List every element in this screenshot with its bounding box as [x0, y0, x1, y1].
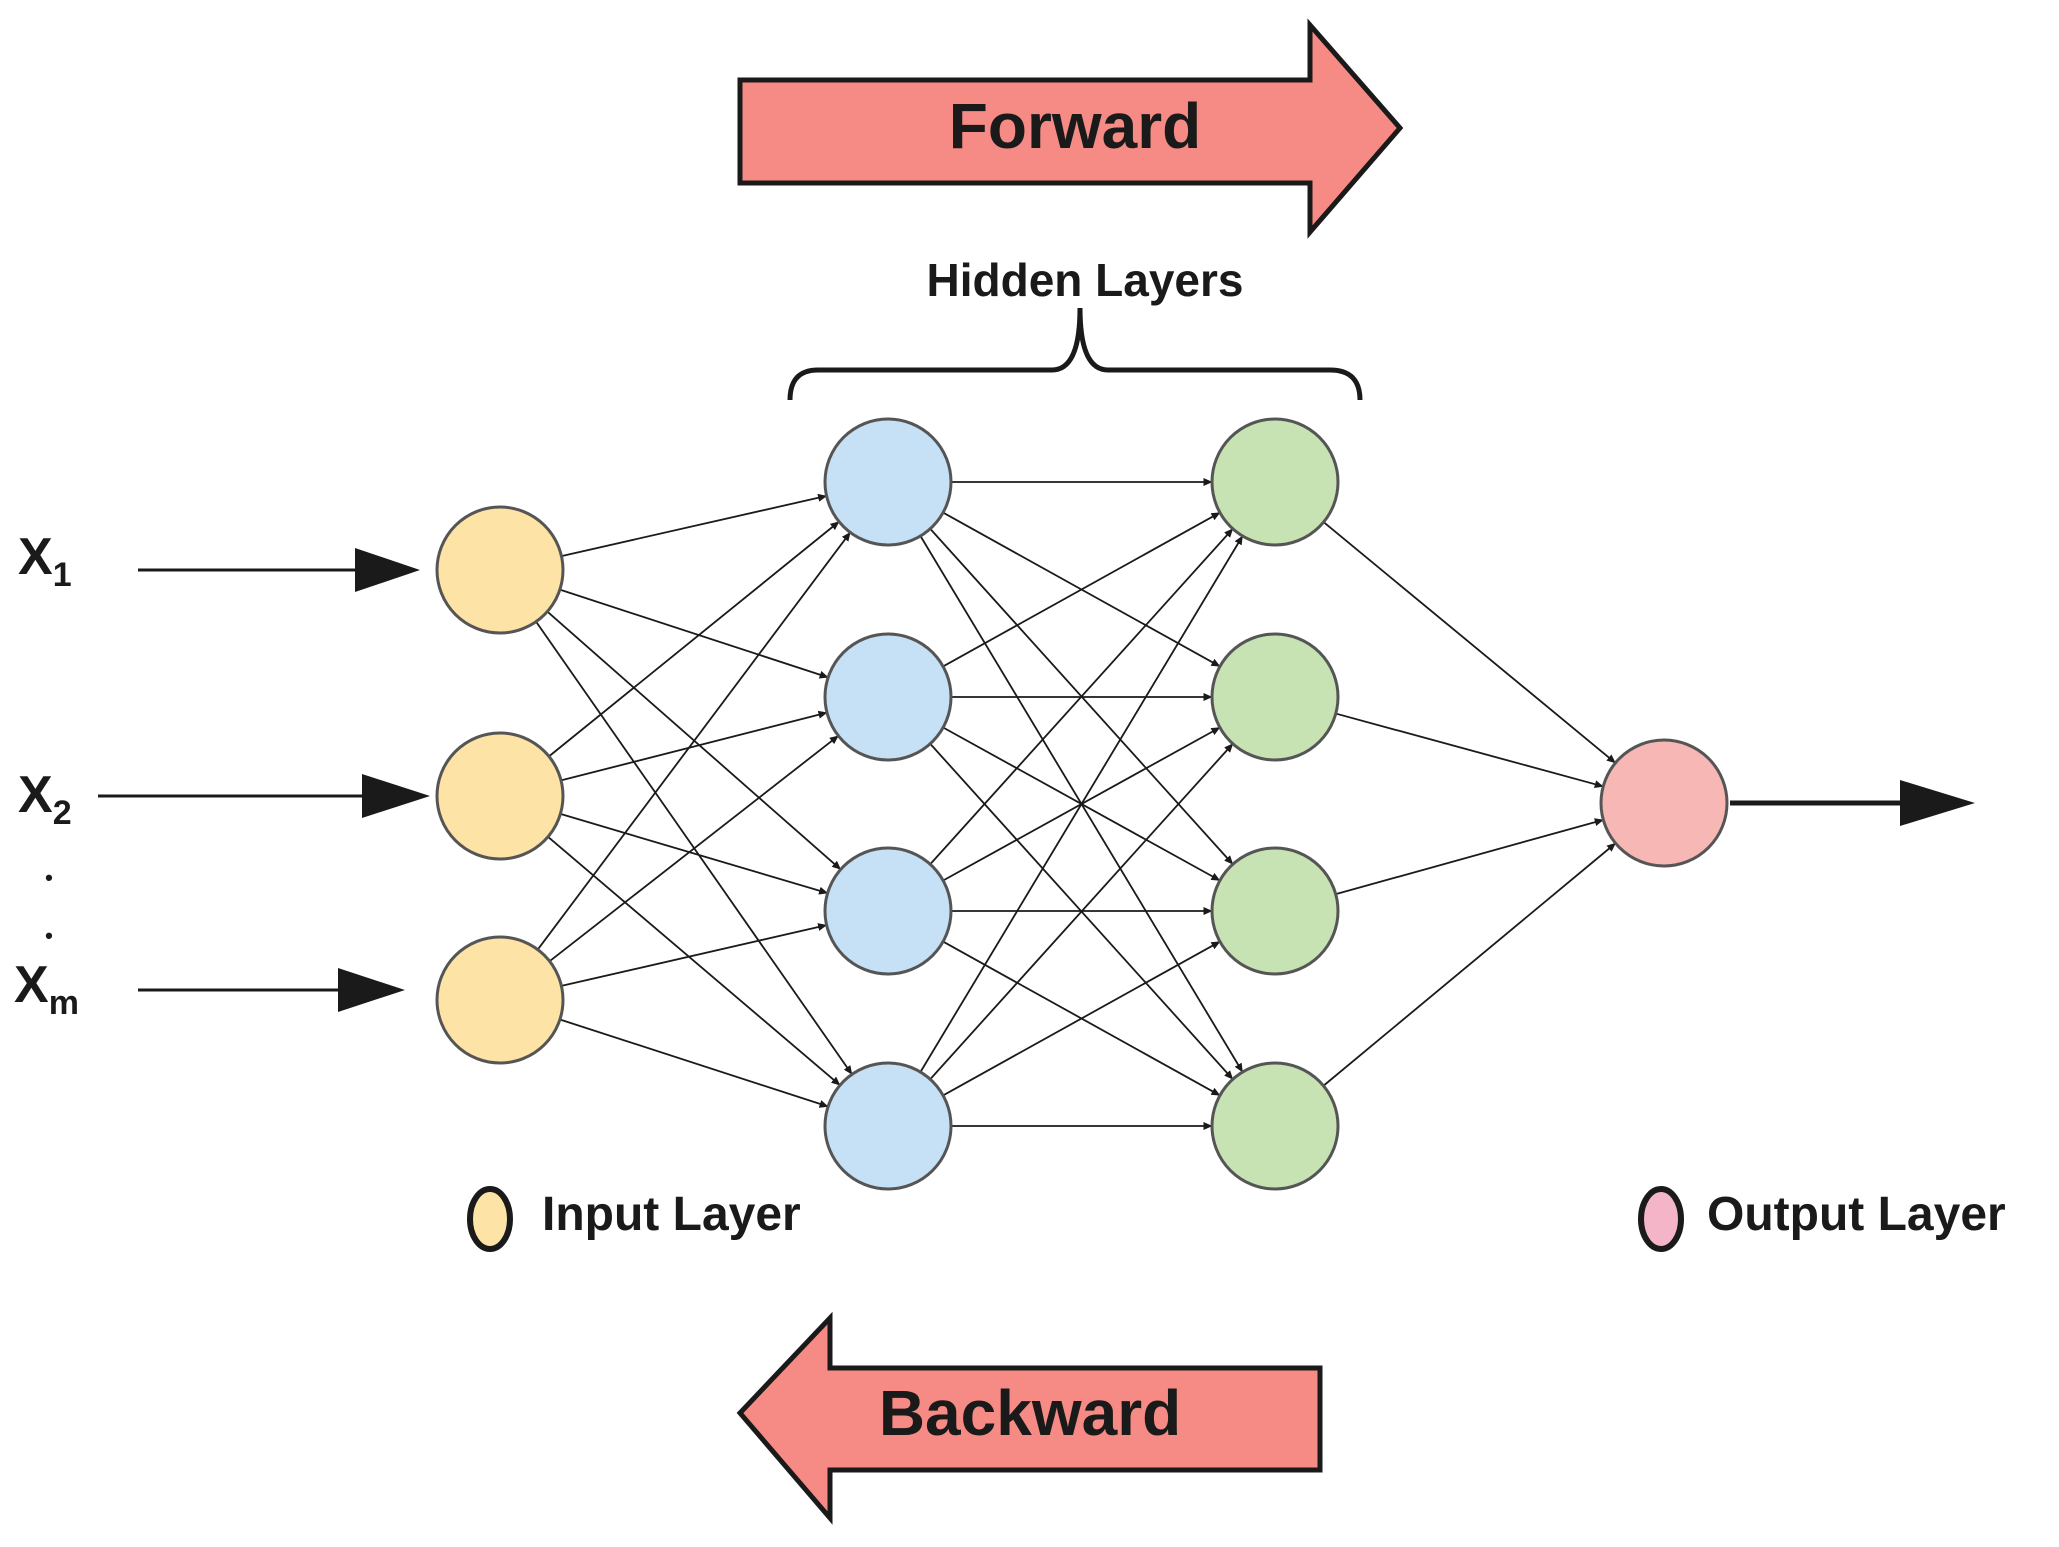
network-nodes [435, 417, 1729, 1191]
connection-edges [535, 478, 1617, 1130]
hidden-layers-brace [787, 307, 1363, 401]
edge-hidden1-2-to-hidden2-1 [942, 511, 1221, 668]
edge-input-2-to-hidden1-4 [547, 836, 841, 1086]
forward-arrow-shape [737, 18, 1404, 239]
input-labels: X1 X2 Xm • • [14, 528, 79, 1022]
ellipsis-dot-2: • [45, 923, 53, 948]
hidden1-node-3 [823, 846, 953, 976]
edge-hidden2-1-to-output-1 [1323, 521, 1616, 764]
input-label-x2: X2 [18, 766, 72, 832]
forward-label: Forward [949, 90, 1201, 162]
edge-hidden1-3-to-hidden2-1 [929, 528, 1234, 865]
edge-hidden2-2-to-output-1 [1335, 712, 1604, 789]
edge-hidden1-4-to-hidden2-3 [942, 940, 1221, 1097]
backward-arrow-shape [736, 1311, 1323, 1525]
edge-input-2-to-hidden1-3 [560, 813, 829, 895]
edge-input-1-to-hidden1-1 [561, 493, 828, 557]
input-node-2 [435, 731, 565, 861]
input-node-1 [435, 505, 565, 635]
hidden1-node-4 [823, 1061, 953, 1191]
input-arrows [98, 548, 430, 1012]
output-arrowhead [1900, 780, 1975, 826]
input-node-3 [435, 935, 565, 1065]
backward-arrow: Backward [736, 1311, 1323, 1525]
legend-output-swatch [1638, 1186, 1684, 1252]
input-label-xm-base: X [14, 956, 49, 1014]
output-arrow [1730, 780, 1975, 826]
edge-input-3-to-hidden1-3 [561, 923, 828, 987]
input-arrowhead-x1 [355, 548, 420, 592]
input-label-x1-sub: 1 [53, 556, 72, 594]
input-label-x2-base: X [18, 766, 53, 824]
hidden2-node-3 [1210, 846, 1340, 976]
hidden2-node-1 [1210, 417, 1340, 547]
legend-input-swatch [467, 1186, 513, 1252]
legend: Input Layer Output Layer [467, 1186, 2006, 1252]
hidden1-node-1 [823, 417, 953, 547]
edge-hidden1-4-to-hidden2-2 [929, 743, 1234, 1080]
hidden-layers-label: Hidden Layers [927, 254, 1244, 306]
input-label-x1-base: X [18, 528, 53, 586]
input-label-x1: X1 [18, 528, 72, 594]
input-label-xm-sub: m [49, 984, 79, 1022]
output-node-1 [1599, 738, 1729, 868]
legend-output-label: Output Layer [1707, 1188, 2006, 1241]
edge-input-3-to-hidden1-4 [559, 1018, 829, 1108]
edge-hidden2-4-to-output-1 [1322, 842, 1617, 1087]
edge-input-1-to-hidden1-2 [559, 588, 829, 679]
edge-input-3-to-hidden1-1 [537, 531, 851, 951]
legend-input-label: Input Layer [542, 1188, 801, 1241]
edge-hidden2-3-to-output-1 [1335, 818, 1604, 896]
edge-input-2-to-hidden1-1 [548, 520, 840, 758]
edge-hidden1-4-to-hidden2-1 [919, 535, 1244, 1073]
hidden2-node-2 [1210, 632, 1340, 762]
input-label-xm: Xm [14, 956, 79, 1022]
hidden1-node-2 [823, 632, 953, 762]
edge-input-3-to-hidden1-2 [549, 735, 839, 962]
forward-arrow: Forward [737, 18, 1404, 239]
edge-input-2-to-hidden1-2 [560, 710, 828, 782]
input-arrowhead-xm [338, 968, 405, 1012]
ellipsis-dot-1: • [45, 865, 53, 890]
hidden2-node-4 [1210, 1061, 1340, 1191]
backward-label: Backward [879, 1377, 1181, 1449]
input-arrowhead-x2 [362, 774, 430, 818]
input-label-x2-sub: 2 [53, 794, 72, 832]
